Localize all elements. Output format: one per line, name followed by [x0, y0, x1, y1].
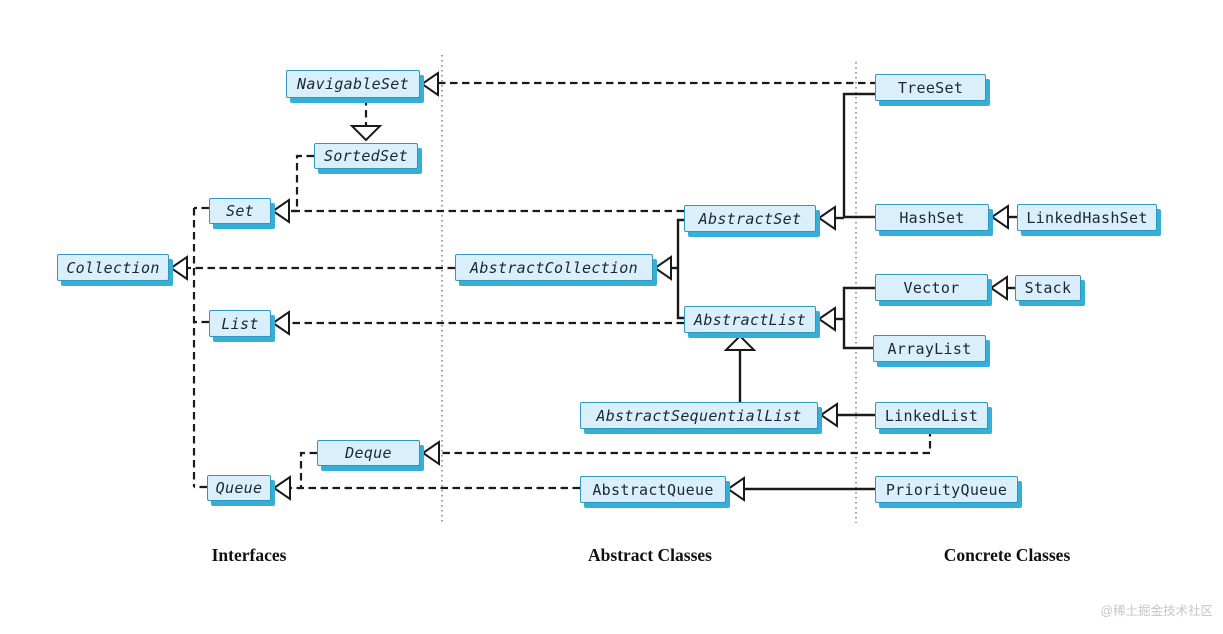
watermark-text: @稀土掘金技术社区: [1100, 604, 1213, 618]
edge-sortedset-to-set: [291, 154, 314, 213]
node-set: Set: [209, 198, 271, 224]
edge-deque-to-queue: [299, 451, 317, 488]
node-sortedset: SortedSet: [314, 143, 418, 169]
edge-linkedlist-to-deque: [440, 429, 932, 455]
node-hashset: HashSet: [875, 204, 989, 231]
arrowhead-collection-icon: [169, 255, 188, 281]
node-linkedhashset: LinkedHashSet: [1017, 204, 1157, 231]
node-abstractset: AbstractSet: [684, 205, 816, 232]
arrowhead-abstractlist-up-icon: [723, 334, 757, 351]
node-priorityqueue: PriorityQueue: [875, 476, 1018, 503]
node-treeset: TreeSet: [875, 74, 986, 101]
column-label-concrete-classes: Concrete Classes: [943, 545, 1071, 565]
node-abstractcollection: AbstractCollection: [455, 254, 653, 281]
column-label-abstract-classes: Abstract Classes: [588, 545, 712, 565]
arrowhead-queue-icon: [272, 475, 291, 501]
edge-bracket-abstractcollection-children: [676, 218, 684, 320]
node-abstractlist: AbstractList: [684, 306, 816, 333]
node-abstractsequentiallist: AbstractSequentialList: [580, 402, 818, 429]
node-arraylist: ArrayList: [873, 335, 986, 362]
arrowhead-sortedset-down-icon: [349, 125, 383, 142]
arrowhead-set-icon: [271, 198, 290, 224]
arrowhead-vector-icon: [989, 275, 1008, 301]
arrowhead-list-icon: [271, 310, 290, 336]
column-label-interfaces: Interfaces: [211, 545, 287, 565]
arrowhead-abstractcollection-icon: [653, 255, 672, 281]
node-list: List: [209, 310, 271, 337]
node-linkedlist: LinkedList: [875, 402, 988, 429]
edge-bracket-abstractlist-children: [842, 286, 875, 350]
node-stack: Stack: [1015, 275, 1081, 301]
node-collection: Collection: [57, 254, 169, 281]
arrowhead-deque-icon: [421, 440, 440, 466]
arrowhead-abstractset-icon: [817, 205, 836, 231]
node-abstractqueue: AbstractQueue: [580, 476, 726, 503]
arrowhead-abstractqueue-icon: [726, 476, 745, 502]
arrowhead-hashset-icon: [990, 204, 1009, 230]
node-deque: Deque: [317, 440, 420, 466]
arrowhead-navigableset-icon: [420, 71, 439, 97]
node-queue: Queue: [207, 475, 271, 501]
arrowhead-abstractlist-icon: [817, 306, 836, 332]
node-vector: Vector: [875, 274, 988, 301]
arrowhead-abstractsequentiallist-icon: [819, 402, 838, 428]
edge-bracket-abstractset-children: [842, 92, 875, 219]
node-navigableset: NavigableSet: [286, 70, 420, 98]
